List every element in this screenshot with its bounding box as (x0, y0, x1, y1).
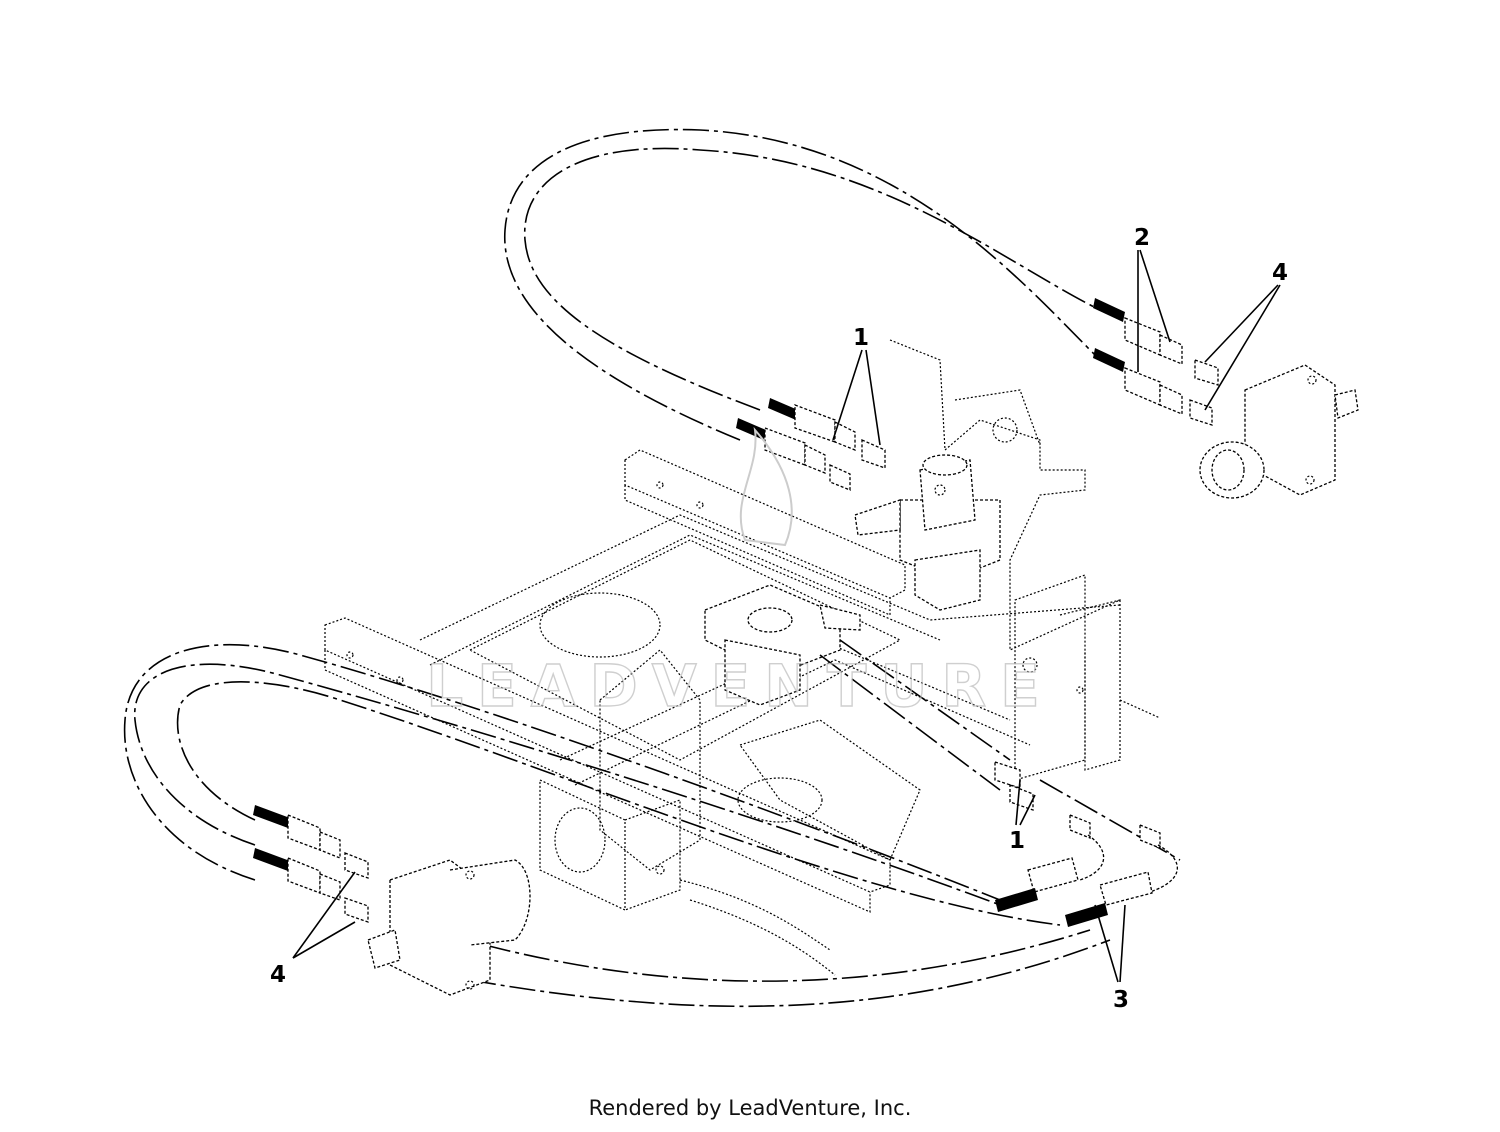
upper-hose-pair (504, 128, 1101, 441)
callout-labels: 1 2 4 1 3 4 (270, 225, 1288, 1013)
watermark-text: LEADVENTURE (426, 652, 1054, 720)
hose-end-upper-left (736, 398, 856, 474)
adapter-fittings-lower-left (344, 852, 369, 923)
callout-leaders (292, 249, 1281, 983)
callout-1-top: 1 (853, 325, 869, 351)
wheel-motor-upper-right (1199, 364, 1359, 499)
adapter-fittings-center (994, 761, 1161, 849)
watermark-logo: LEADVENTURE (425, 426, 1054, 721)
upper-control-valve (854, 454, 1001, 611)
footer-credit: Rendered by LeadVenture, Inc. (588, 1096, 912, 1120)
callout-1-bottom: 1 (1009, 828, 1025, 854)
callout-4-top: 4 (1272, 260, 1288, 286)
callout-2: 2 (1134, 225, 1150, 251)
adapter-fittings-upper-left (829, 439, 886, 491)
lower-return-hose (469, 929, 1111, 1008)
wheel-motor-lower-left (367, 859, 531, 996)
adapter-fittings-upper-right (1189, 359, 1219, 426)
lower-control-valve (704, 584, 861, 706)
hose-end-lower-left (253, 805, 341, 901)
callout-4-bottom: 4 (270, 962, 286, 988)
hose-end-upper-right (1093, 298, 1183, 415)
callout-3: 3 (1113, 987, 1129, 1013)
lower-hose-pair (123, 643, 1061, 926)
elbow-hose-ends-lower-right (995, 834, 1178, 927)
